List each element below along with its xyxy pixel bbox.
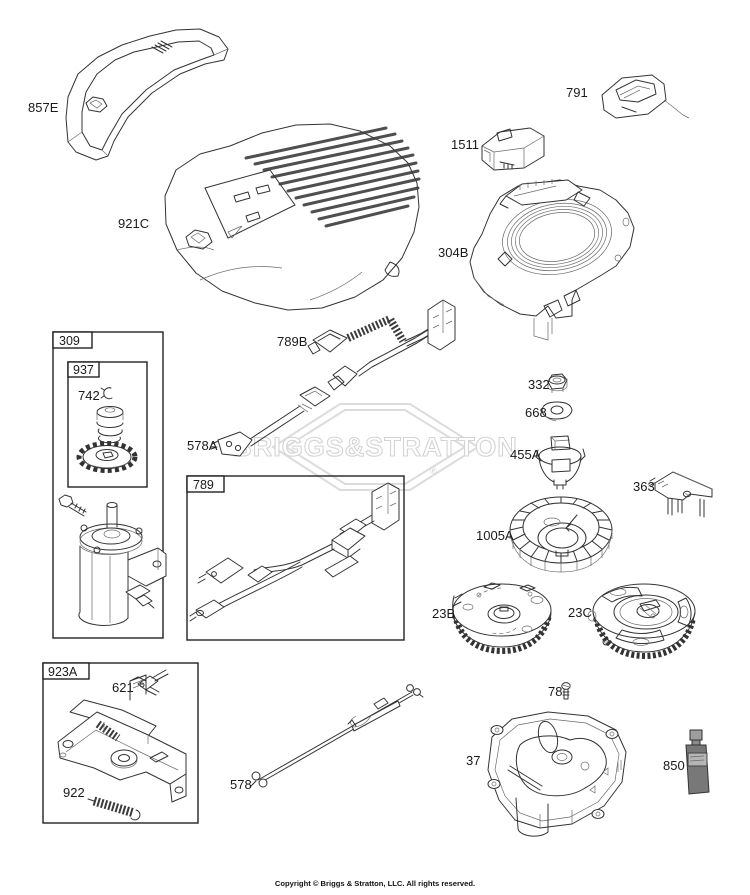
part-23b-flywheel-drawing	[452, 582, 552, 655]
label-921c: 921C	[118, 216, 149, 231]
fan-skirt	[509, 530, 613, 573]
part-857e-cover-drawing	[65, 28, 229, 161]
label-group-937: 937	[73, 363, 94, 377]
vent-slots	[244, 126, 421, 228]
part-789b-harness-drawing	[307, 299, 456, 391]
label-578: 578	[230, 777, 252, 792]
group-box-923a: 923A 621 922	[42, 662, 199, 824]
starter-motor-drawing	[78, 502, 167, 626]
label-791: 791	[566, 85, 588, 100]
label-332: 332	[528, 377, 550, 392]
part-78-screw-drawing	[561, 682, 571, 700]
part-850-sealant-tube-drawing	[685, 729, 710, 795]
fan-blades	[509, 496, 613, 564]
label-23c: 23C	[568, 605, 592, 620]
label-group-789: 789	[193, 478, 214, 492]
part-455a-cup-drawing	[535, 435, 586, 490]
starter-gear-drawing	[76, 441, 138, 473]
label-78: 78	[548, 684, 562, 699]
part-363-bracket-drawing	[648, 471, 713, 518]
flywheel-hub-detail	[636, 599, 661, 619]
group-box-937: 937 742	[67, 361, 148, 488]
recoil-rope-rings	[502, 198, 612, 276]
starter-bolt-drawing	[58, 494, 87, 517]
label-455a: 455A	[510, 447, 541, 462]
part-1511-battery-drawing	[481, 127, 545, 171]
part-304b-blower-housing-drawing	[469, 179, 635, 341]
label-group-923a: 923A	[48, 665, 78, 679]
label-857e: 857E	[28, 100, 59, 115]
part-742-retaining-ring-drawing	[100, 387, 113, 400]
label-668: 668	[525, 405, 547, 420]
group-box-309: 309 937 742	[52, 331, 167, 639]
label-922: 922	[63, 785, 85, 800]
label-37: 37	[466, 753, 480, 768]
part-789-harness-drawing	[189, 482, 400, 622]
label-1005a: 1005A	[476, 528, 514, 543]
part-922-spring-drawing	[87, 796, 141, 821]
part-1005a-fan-drawing	[509, 496, 613, 573]
label-1511: 1511	[451, 137, 479, 152]
group-box-789: 789	[186, 475, 405, 641]
part-921c-housing-drawing	[164, 123, 421, 311]
pinion-spring-drawing	[96, 406, 124, 444]
part-37-sump-drawing	[487, 711, 627, 837]
part-621-terminal-drawing	[137, 669, 169, 696]
label-742: 742	[78, 388, 100, 403]
watermark-registered-icon: ®	[430, 466, 437, 476]
briggs-stratton-watermark: BRIGGS&STRATTON ®	[232, 403, 518, 491]
part-791-charger-drawing	[601, 74, 690, 119]
part-332-nut-drawing	[547, 373, 568, 393]
label-23b: 23B	[432, 606, 455, 621]
part-578-cable-drawing	[249, 684, 424, 788]
brake-assembly-drawing	[57, 674, 187, 803]
brand-diamond-icon	[185, 229, 213, 250]
label-363: 363	[633, 479, 655, 494]
label-304b: 304B	[438, 245, 468, 260]
part-668-washer-drawing	[541, 401, 573, 422]
watermark-text: BRIGGS&STRATTON	[232, 432, 518, 462]
label-578a: 578A	[187, 438, 218, 453]
label-group-309: 309	[59, 334, 80, 348]
copyright-text: Copyright © Briggs & Stratton, LLC. All …	[275, 879, 475, 888]
brand-diamond-icon	[85, 96, 108, 113]
part-23c-flywheel-drawing	[587, 583, 696, 660]
part-578a-cable-drawing	[210, 386, 331, 457]
label-789b: 789B	[277, 334, 307, 349]
label-621: 621	[112, 680, 134, 695]
label-850: 850	[663, 758, 685, 773]
